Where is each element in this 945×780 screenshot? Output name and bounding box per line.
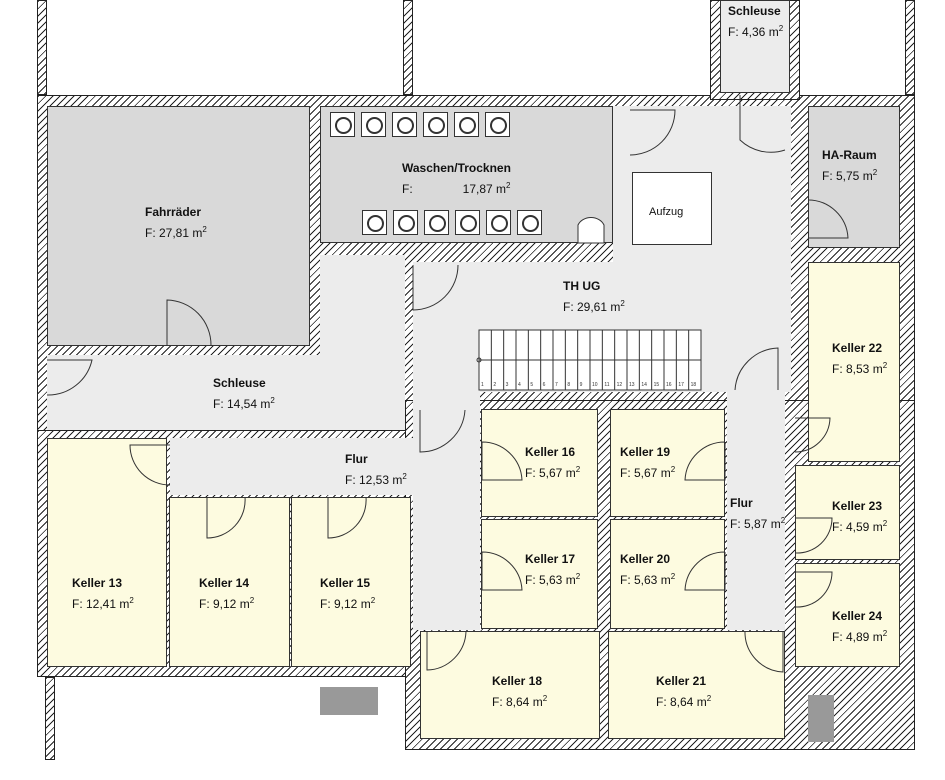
stair-step-number: 18: [690, 382, 697, 388]
stair-step-number: 7: [555, 382, 558, 388]
washing-machine-icon: [361, 112, 386, 137]
outer-wall: [905, 0, 915, 95]
washing-machine-icon: [517, 210, 542, 235]
stair-step-number: 11: [604, 382, 610, 388]
room-keller-15: [291, 497, 411, 667]
room-keller-21: [608, 631, 785, 739]
stair-step-number: 3: [505, 382, 509, 388]
sink-icon: [577, 217, 605, 244]
room-flur: [413, 390, 480, 630]
stair-step-number: 17: [678, 382, 684, 388]
stair-step-number: 10: [592, 382, 598, 388]
room-keller-24: [795, 563, 900, 667]
stair-step-number: 14: [641, 382, 647, 388]
door-icon: [46, 95, 849, 673]
stair-step-number: 6: [542, 382, 546, 388]
stair-step-number: 5: [530, 382, 534, 388]
label-aufzug: Aufzug: [649, 206, 684, 218]
room-aufzug: [632, 172, 712, 245]
washing-machine-icon: [330, 112, 355, 137]
room-keller-23: [795, 465, 900, 560]
stair-step-number: 2: [493, 382, 497, 388]
outer-wall: [37, 0, 47, 95]
outer-wall: [45, 677, 55, 760]
outer-wall: [403, 0, 413, 95]
room-keller-19: [610, 409, 725, 517]
room-keller-16: [481, 409, 598, 517]
room-fahrraeder: [47, 106, 310, 346]
room-keller-14: [169, 497, 290, 667]
room-keller-13: [47, 438, 167, 667]
room-flur-2: [727, 390, 785, 630]
washing-machine-icon: [424, 210, 449, 235]
staircase: [476, 329, 702, 391]
stair-step-number: 12: [616, 382, 623, 388]
room-keller-17: [481, 519, 598, 629]
washing-machine-icon: [454, 112, 479, 137]
stair-step-number: 9: [579, 382, 583, 388]
room-ha-raum: [808, 106, 900, 248]
stair-step-number: 15: [653, 382, 660, 388]
washing-machine-icon: [393, 210, 418, 235]
washing-machine-icon: [485, 112, 510, 137]
washing-machine-icon: [392, 112, 417, 137]
stair-step-number: 16: [666, 382, 672, 388]
stair-step-number: 4: [518, 382, 521, 388]
room-keller-18: [420, 631, 600, 739]
stair-step-number: 13: [629, 382, 635, 388]
stair-step-number: 8: [567, 382, 571, 388]
light-well: [320, 687, 834, 742]
washing-machine-icon: [455, 210, 480, 235]
stair-step-number: 1: [481, 382, 484, 388]
washing-machine-icon: [486, 210, 511, 235]
washing-machine-icon: [362, 210, 387, 235]
room-schleuse-top: [720, 0, 790, 93]
washing-machine-icon: [423, 112, 448, 137]
room-schleuse: [320, 255, 405, 365]
room-schleuse: [47, 355, 405, 430]
room-keller-22: [808, 262, 900, 462]
